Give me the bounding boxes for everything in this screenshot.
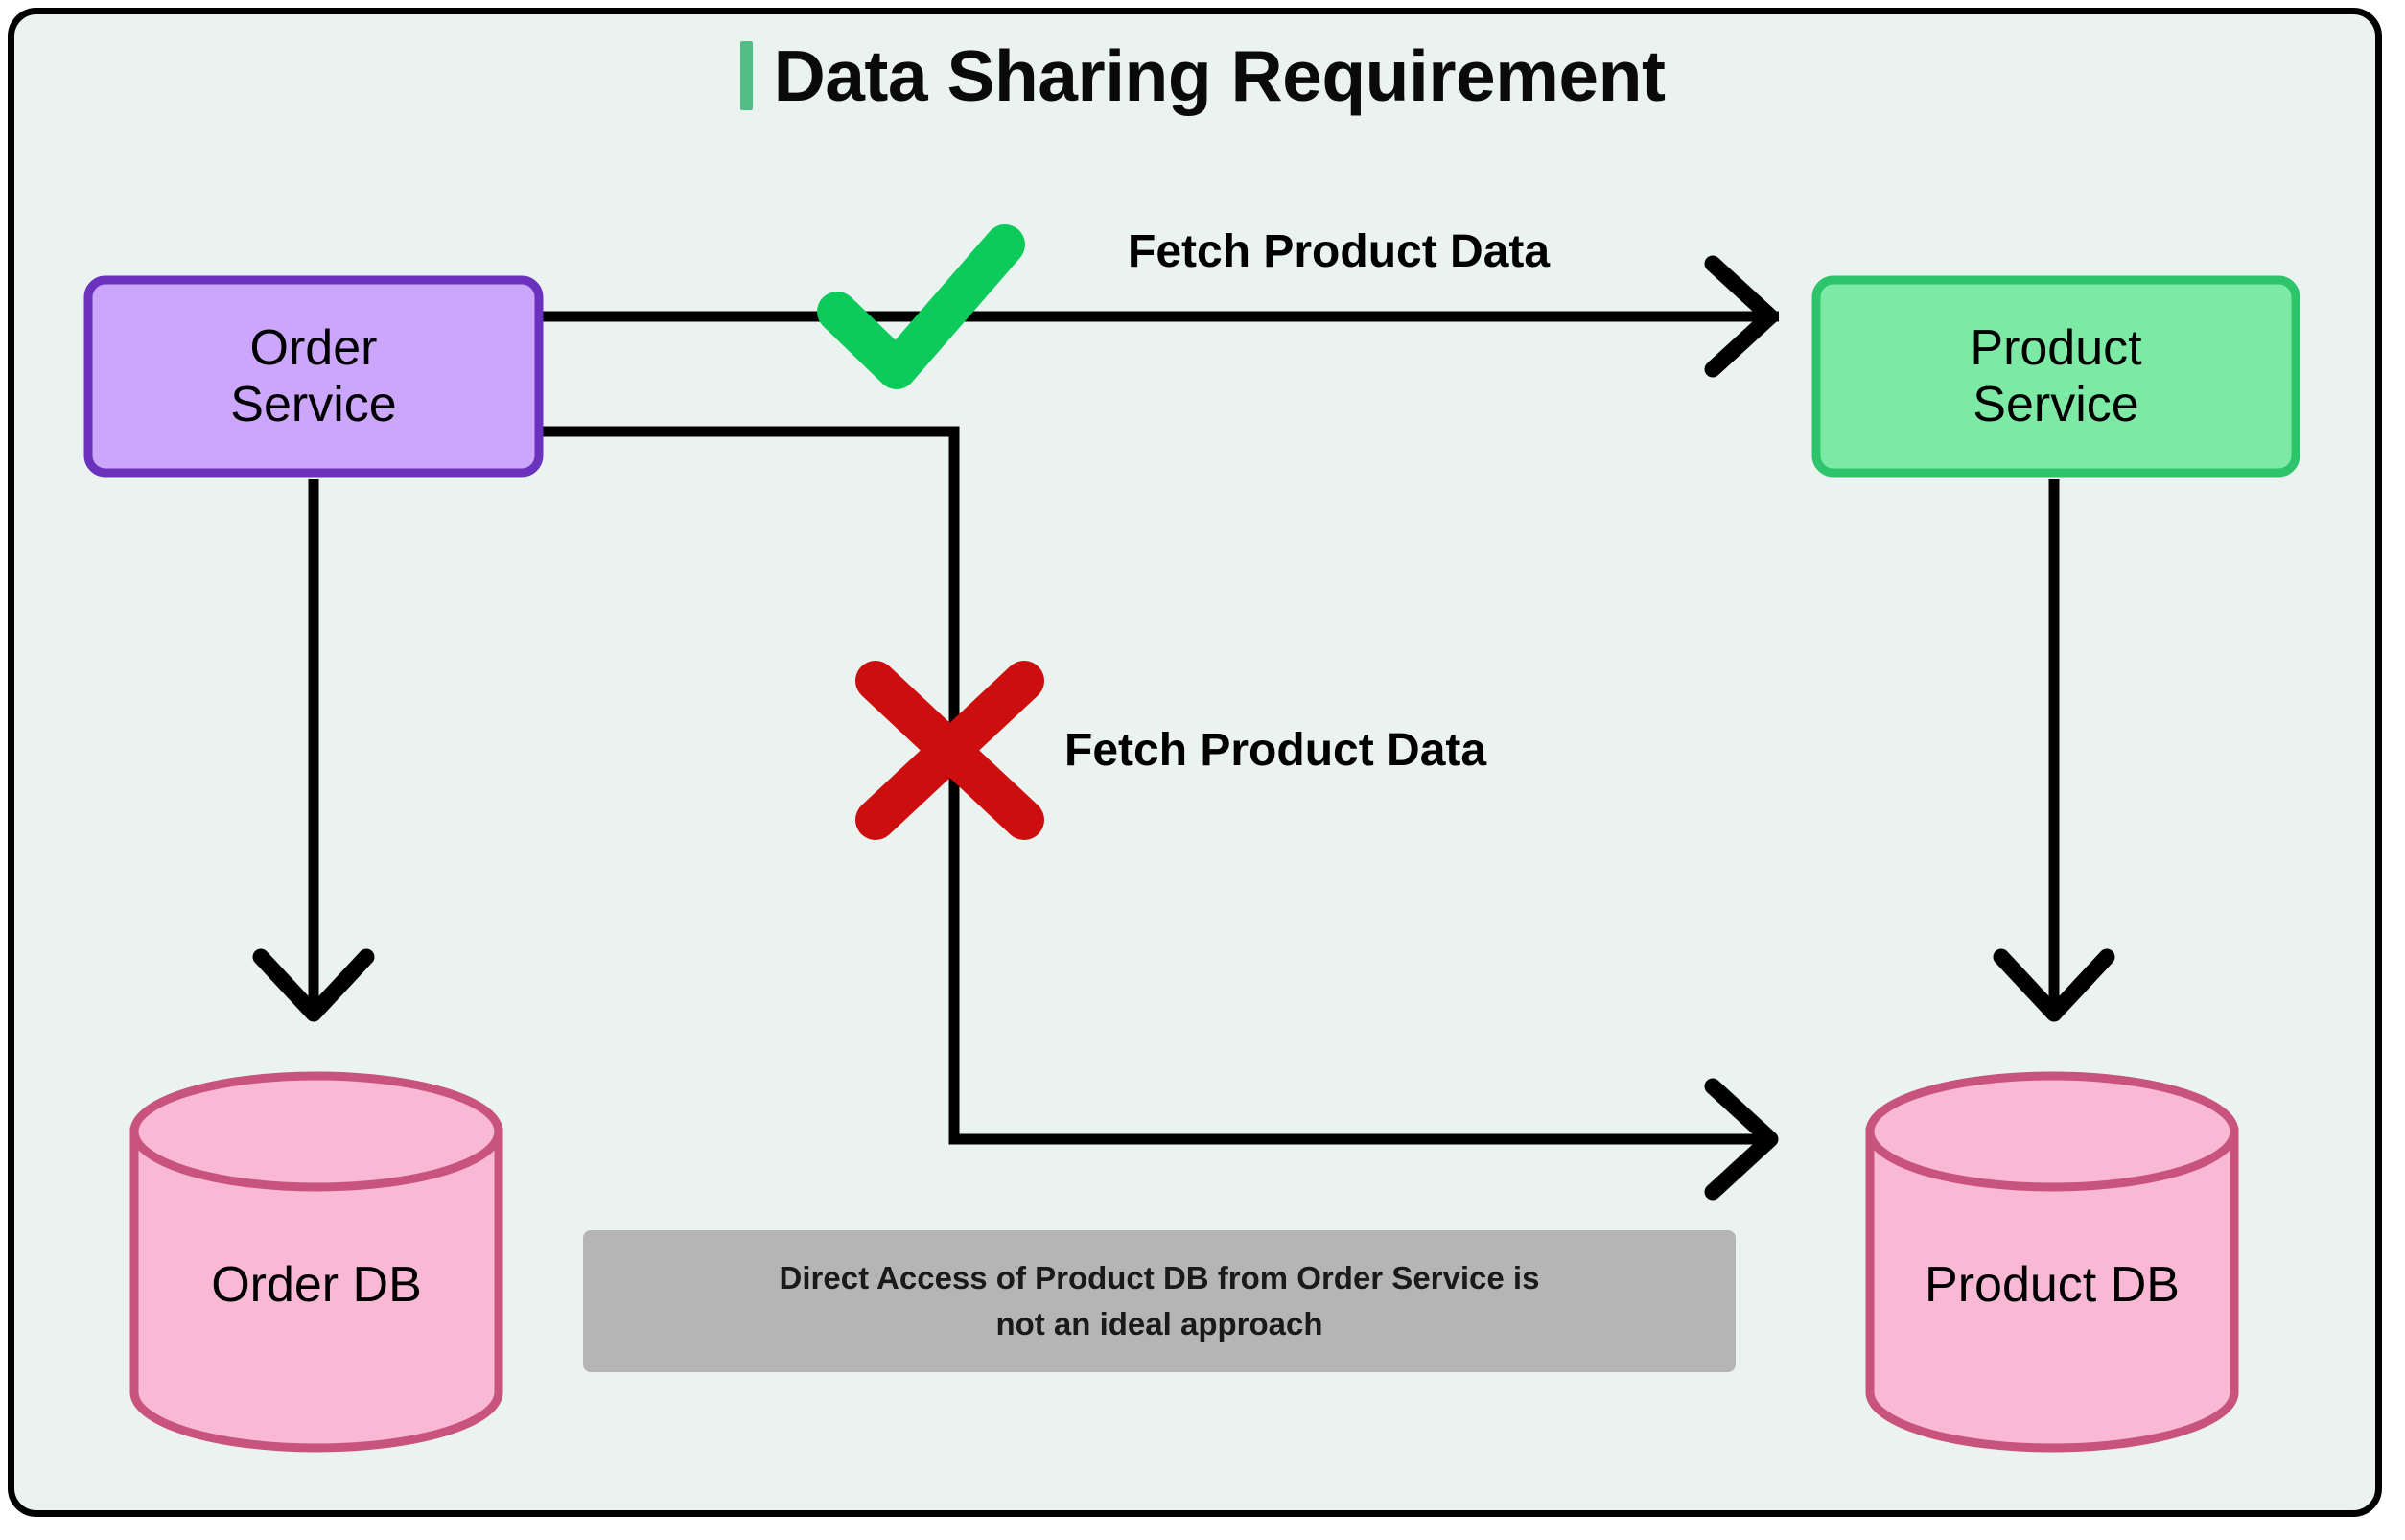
title-accent-bar <box>739 41 753 110</box>
node-product-service[interactable] <box>1811 275 2300 478</box>
node-order-service[interactable] <box>83 275 544 478</box>
node-product-db[interactable] <box>1865 1071 2239 1453</box>
check-mark-icon <box>817 224 1025 389</box>
edge-order-service-to-order-db <box>252 479 375 1022</box>
edge-label-fetch-product-data-forbidden: Fetch Product Data <box>1064 725 1487 776</box>
edge-label-fetch-product-data-allowed: Fetch Product Data <box>1128 226 1551 277</box>
cross-mark-icon <box>855 661 1044 840</box>
page-title: Data Sharing Requirement <box>0 35 2405 117</box>
note-text: Direct Access of Product DB from Order S… <box>779 1260 1540 1342</box>
note-box: Direct Access of Product DB from Order S… <box>583 1230 1736 1372</box>
page-title-text: Data Sharing Requirement <box>773 35 1666 116</box>
edge-order-service-to-product-service <box>543 255 1779 378</box>
edge-order-service-to-product-db <box>543 426 1779 1201</box>
edge-product-service-to-product-db <box>1993 479 2115 1022</box>
node-order-db[interactable] <box>129 1071 503 1453</box>
